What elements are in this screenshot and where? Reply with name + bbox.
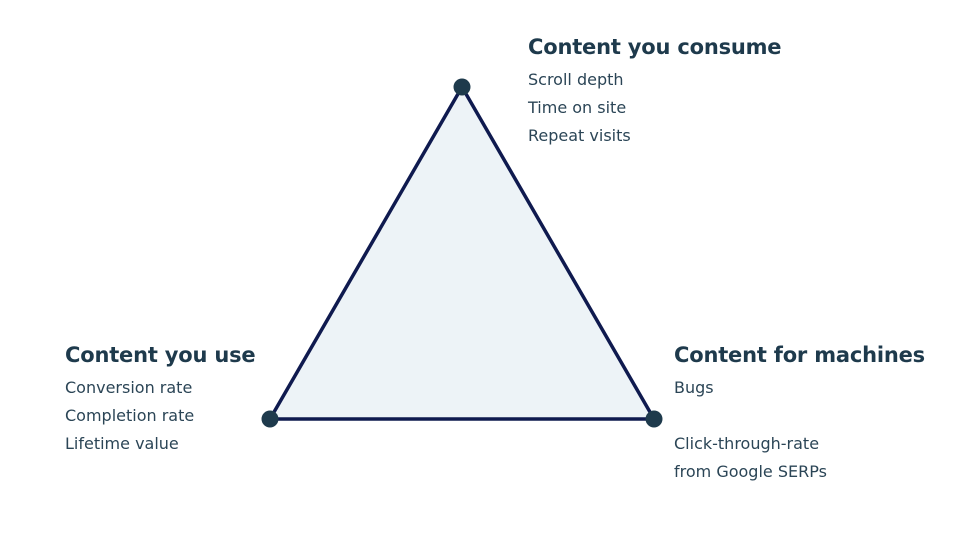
metric-list: Conversion rate Completion rate Lifetime… — [65, 374, 255, 458]
metric-item: Lifetime value — [65, 434, 179, 453]
content-you-use-group: Content you use Conversion rate Completi… — [65, 343, 256, 458]
group-title: Content for machines — [674, 343, 925, 367]
triangle-shape — [266, 83, 658, 421]
metric-spacer — [674, 402, 925, 430]
metric-item: Conversion rate — [65, 378, 193, 397]
vertex-dot-top — [453, 78, 471, 96]
vertex-dot-bottom-left — [261, 410, 279, 428]
metric-item: Click-through-rate — [674, 434, 820, 453]
content-for-machines-group: Content for machines Bugs Click-through-… — [674, 343, 925, 486]
group-title: Content you consume — [528, 35, 782, 59]
metric-item: Bugs — [674, 378, 714, 397]
metric-item: Repeat visits — [528, 126, 631, 145]
metric-item: Completion rate — [65, 406, 195, 425]
metric-item: Scroll depth — [528, 70, 624, 89]
metric-item: from Google SERPs — [674, 462, 827, 481]
content-you-consume-group: Content you consume Scroll depth Time on… — [528, 35, 782, 150]
metric-list: Scroll depth Time on site Repeat visits — [528, 66, 781, 150]
metric-list: Bugs Click-through-rate from Google SERP… — [674, 374, 925, 486]
group-title: Content you use — [65, 343, 256, 367]
metric-item: Time on site — [528, 98, 627, 117]
vertex-dot-bottom-right — [645, 410, 663, 428]
